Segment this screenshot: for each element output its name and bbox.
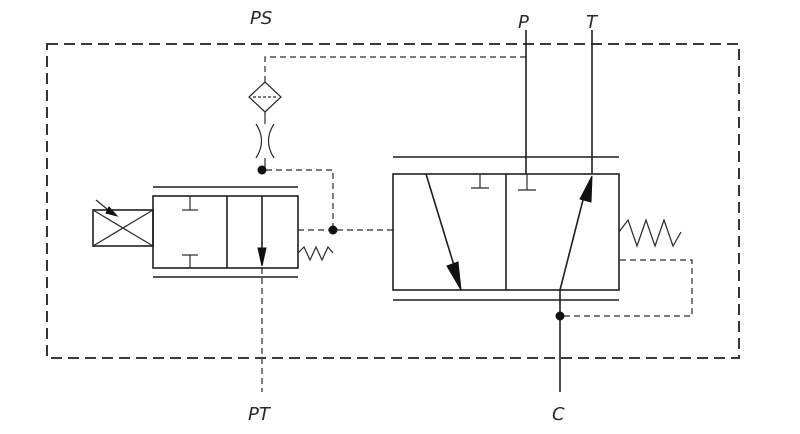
valve-body-enclosure xyxy=(46,43,740,359)
spring-icon xyxy=(618,218,682,248)
main-valve xyxy=(392,156,620,301)
filter-icon xyxy=(248,81,282,113)
junction-dot xyxy=(555,311,565,321)
junction-dot xyxy=(257,165,267,175)
orifice-icon xyxy=(255,123,275,159)
port-label-t: T xyxy=(586,12,599,33)
pilot-valve xyxy=(152,186,299,278)
solenoid-icon xyxy=(92,199,154,247)
port-label-ps: PS xyxy=(250,8,272,29)
pilot-supply-line xyxy=(264,56,526,82)
pilot-line-to-main xyxy=(266,169,334,230)
port-label-c: C xyxy=(552,404,565,425)
feedback-pilot-line xyxy=(564,259,693,317)
junction-dot xyxy=(328,225,338,235)
port-label-pt: PT xyxy=(248,404,272,425)
spring-icon xyxy=(297,245,334,262)
port-label-p: P xyxy=(518,12,529,33)
